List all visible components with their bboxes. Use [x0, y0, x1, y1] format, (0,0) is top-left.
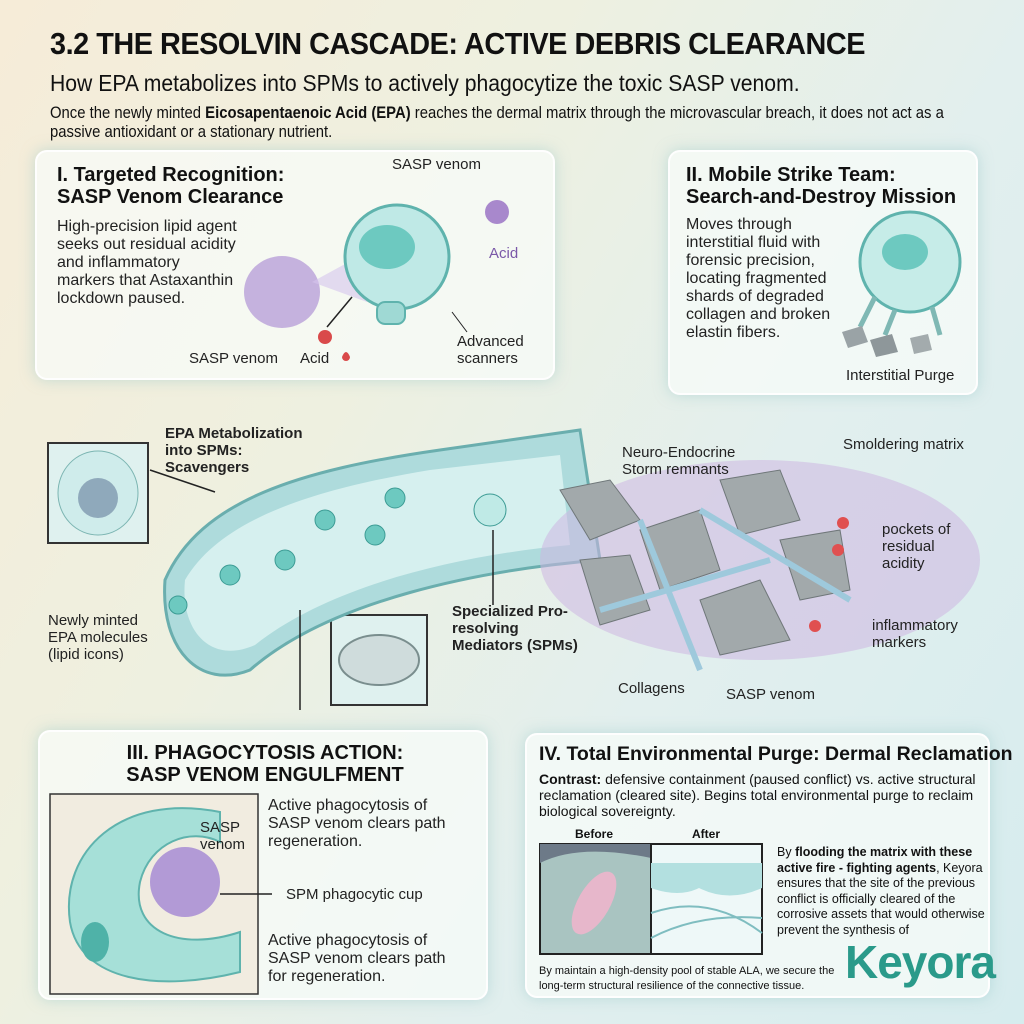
- label-before: Before: [575, 827, 614, 841]
- sasp-venom-blob: [244, 256, 320, 328]
- vessel-lumen: [184, 455, 570, 651]
- label-pockets-acidity: pockets of residual acidity: [882, 521, 951, 572]
- panel-environmental-purge: IV. Total Environmental Purge: Dermal Re…: [525, 733, 1013, 998]
- after-image: [650, 843, 763, 955]
- acid-drop-icon: [342, 352, 350, 361]
- scanner-module: [376, 301, 406, 325]
- label-newly-minted-epa: Newly minted EPA molecules (lipid icons): [48, 612, 148, 663]
- panel-phagocytosis: III. PHAGOCYTOSIS ACTION:SASP VENOM ENGU…: [38, 730, 488, 1000]
- before-epidermis: [540, 844, 651, 863]
- phagocytic-cup-illustration: [49, 793, 272, 995]
- label-smoldering-matrix: Smoldering matrix: [843, 436, 964, 453]
- leader-lines: [149, 469, 301, 710]
- page-title: 3.2 THE RESOLVIN CASCADE: ACTIVE DEBRIS …: [50, 26, 865, 61]
- label-sasp-venom: SASP venom: [200, 819, 246, 853]
- cell-arms: [857, 295, 943, 336]
- label-advanced-scanners: Advanced scanners: [457, 333, 524, 367]
- label-sasp-venom-left: SASP venom: [189, 350, 278, 367]
- label-acid-bottom: Acid: [300, 350, 330, 367]
- contrast-text: Contrast: defensive containment (paused …: [539, 771, 976, 819]
- label-neuro-endocrine: Neuro-Endocrine Storm remnants: [622, 444, 736, 478]
- strike-nucleus: [882, 234, 928, 270]
- collagen-shard: [910, 334, 932, 354]
- phagocytic-cup: [67, 807, 241, 983]
- intro-text: Once the newly minted Eicosapentaenoic A…: [50, 104, 944, 141]
- label-collagens: Collagens: [618, 680, 685, 697]
- cell-nucleus: [78, 478, 118, 518]
- panel-title: IV. Total Environmental Purge: Dermal Re…: [539, 743, 1013, 765]
- acidity-marker: [832, 544, 844, 556]
- vessel-illustration: [47, 428, 980, 710]
- mitochondria-icon: [338, 634, 420, 686]
- panel-text-2: Active phagocytosis of SASP venom clears…: [268, 932, 446, 985]
- panel-title: I. Targeted Recognition:SASP Venom Clear…: [57, 164, 285, 208]
- spm-cell-illustration: [244, 200, 509, 361]
- label-sasp-venom-top: SASP venom: [392, 156, 481, 173]
- pointer-arrow: [326, 296, 353, 328]
- label-sasp-venom: SASP venom: [726, 686, 815, 703]
- label-epa-metabolization: EPA Metabolization into SPMs: Scavengers: [165, 425, 303, 476]
- before-after-images: [539, 843, 763, 955]
- footer-text: By maintain a high-density pool of stabl…: [539, 965, 835, 992]
- keyora-logo: Keyora: [845, 936, 996, 988]
- label-acid-right: Acid: [489, 245, 519, 262]
- after-fibers: [650, 905, 763, 939]
- collagen-shard: [870, 334, 898, 357]
- cup-nucleus: [81, 922, 109, 962]
- panel-text: Moves through interstitial fluid with fo…: [686, 216, 831, 341]
- acid-droplet: [318, 330, 332, 344]
- page-subtitle: How EPA metabolizes into SPMs to activel…: [50, 70, 800, 96]
- label-after: After: [692, 827, 721, 841]
- strike-cell-illustration: [842, 210, 962, 357]
- label-phagocytic-cup: SPM phagocytic cup: [286, 886, 423, 903]
- spm-nucleus: [359, 225, 415, 269]
- panel-title: II. Mobile Strike Team:Search-and-Destro…: [686, 164, 957, 208]
- panel-mobile-strike-team: II. Mobile Strike Team:Search-and-Destro…: [668, 150, 978, 395]
- label-inflammatory-markers: inflammatory markers: [872, 617, 958, 651]
- panel-text-1: Active phagocytosis of SASP venom clears…: [268, 797, 446, 850]
- panel-title: III. PHAGOCYTOSIS ACTION:SASP VENOM ENGU…: [126, 742, 404, 786]
- epa-cells: [168, 487, 507, 615]
- collagen-fibers: [599, 507, 852, 672]
- panel-text: High-precision lipid agent seeks out res…: [57, 218, 237, 307]
- acidity-marker: [837, 517, 849, 529]
- after-epidermis: [651, 863, 762, 896]
- acid-blob: [485, 200, 509, 224]
- inflammatory-marker: [809, 620, 821, 632]
- label-interstitial-purge: Interstitial Purge: [846, 367, 955, 384]
- label-spms: Specialized Pro-resolving Mediators (SPM…: [452, 603, 578, 654]
- leader-line: [451, 311, 468, 333]
- before-lesion: [571, 871, 617, 935]
- flooding-paragraph: By flooding the matrix with these active…: [777, 845, 985, 937]
- panel-targeted-recognition: I. Targeted Recognition:SASP Venom Clear…: [35, 150, 555, 380]
- debris-shards: [559, 469, 851, 656]
- engulfed-venom: [150, 847, 220, 917]
- collagen-shard: [842, 326, 868, 348]
